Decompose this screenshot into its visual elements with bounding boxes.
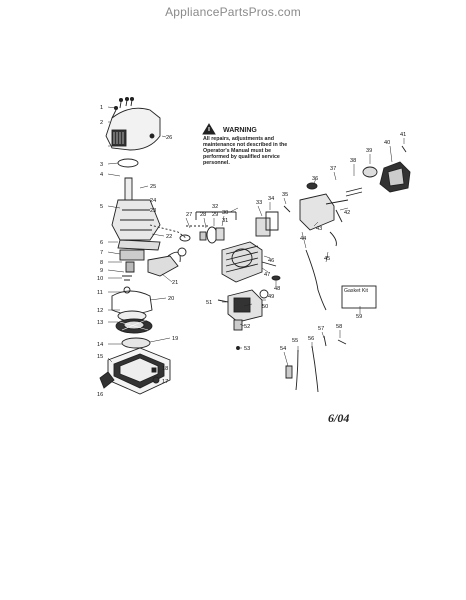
callout-3: 3: [100, 162, 103, 168]
gasket-kit-box: [341, 285, 377, 309]
site-watermark: AppliancePartsPros.com: [165, 5, 301, 19]
callout-10: 10: [97, 276, 103, 282]
callout-23: 23: [150, 208, 156, 214]
callout-38: 38: [350, 158, 356, 164]
callout-59: 59: [356, 314, 362, 320]
callout-11: 11: [97, 290, 103, 296]
callout-46: 46: [268, 258, 274, 264]
gasket-kit-label: Gasket Kit: [344, 288, 368, 294]
carburetor: [299, 182, 349, 231]
callout-4: 4: [100, 172, 103, 178]
revision-date: 6/04: [328, 411, 350, 425]
callout-55: 55: [292, 338, 298, 344]
warning-text: All repairs, adjustments and maintenance…: [203, 136, 288, 166]
callout-22: 22: [166, 234, 172, 240]
flywheel: [115, 318, 153, 334]
callout-43: 43: [316, 226, 322, 232]
callout-45: 45: [324, 256, 330, 262]
callout-8: 8: [100, 260, 103, 266]
callout-6: 6: [100, 240, 103, 246]
throttle-cable: [305, 249, 327, 311]
callout-56: 56: [308, 336, 314, 342]
callout-58: 58: [336, 324, 342, 330]
intake-manifold: [255, 217, 271, 237]
callout-20: 20: [168, 296, 174, 302]
muffler: [217, 289, 269, 323]
starter-handle: [99, 371, 115, 389]
callout-37: 37: [330, 166, 336, 172]
starter-assembly: [121, 337, 151, 349]
callout-29: 29: [212, 212, 218, 218]
callout-40: 40: [384, 140, 390, 146]
callout-49: 49: [268, 294, 274, 300]
callout-53: 53: [244, 346, 250, 352]
callout-16: 16: [97, 392, 103, 398]
callout-1: 1: [100, 105, 103, 111]
callout-42: 42: [344, 210, 350, 216]
callout-5: 5: [100, 204, 103, 210]
callout-48: 48: [274, 286, 280, 292]
housing: [117, 239, 161, 251]
callout-44: 44: [300, 236, 306, 242]
callout-19: 19: [172, 336, 178, 342]
callout-50: 50: [262, 304, 268, 310]
callout-2: 2: [100, 120, 103, 126]
callout-18: 18: [162, 366, 168, 372]
ignition-module: [147, 247, 187, 277]
coil-plate: [119, 249, 145, 261]
callout-25: 25: [150, 184, 156, 190]
callout-41: 41: [400, 132, 406, 138]
callout-39: 39: [366, 148, 372, 154]
cylinder-assembly: [221, 241, 263, 283]
callout-36: 36: [312, 176, 318, 182]
callout-17: 17: [162, 379, 168, 385]
starter-housing: [107, 347, 171, 395]
fuel-line: [295, 349, 299, 391]
callout-47: 47: [264, 272, 270, 278]
callout-28: 28: [200, 212, 206, 218]
warning-title: WARNING: [223, 127, 257, 134]
gasket: [111, 290, 153, 315]
callout-52: 52: [244, 324, 250, 330]
engine-cover: [105, 96, 161, 151]
callout-57: 57: [318, 326, 324, 332]
callout-26: 26: [166, 135, 172, 141]
callout-15: 15: [97, 354, 103, 360]
callout-12: 12: [97, 308, 103, 314]
callout-32: 32: [212, 204, 218, 210]
piston-parts: [186, 225, 225, 244]
callout-33: 33: [256, 200, 262, 206]
fuel-filter: [285, 365, 293, 379]
intake-gasket: [265, 211, 279, 231]
callout-7: 7: [100, 250, 103, 256]
callout-9: 9: [100, 268, 103, 274]
callout-31: 31: [222, 218, 228, 224]
air-filter-cover: [379, 161, 411, 193]
callout-35: 35: [282, 192, 288, 198]
o-ring: [117, 158, 139, 168]
callout-27: 27: [186, 212, 192, 218]
air-filter: [362, 166, 378, 178]
callout-21: 21: [172, 280, 178, 286]
callout-51: 51: [206, 300, 212, 306]
callout-13: 13: [97, 320, 103, 326]
callout-34: 34: [268, 196, 274, 202]
callout-54: 54: [280, 346, 286, 352]
callout-24: 24: [150, 198, 156, 204]
callout-14: 14: [97, 342, 103, 348]
callout-30: 30: [222, 210, 228, 216]
